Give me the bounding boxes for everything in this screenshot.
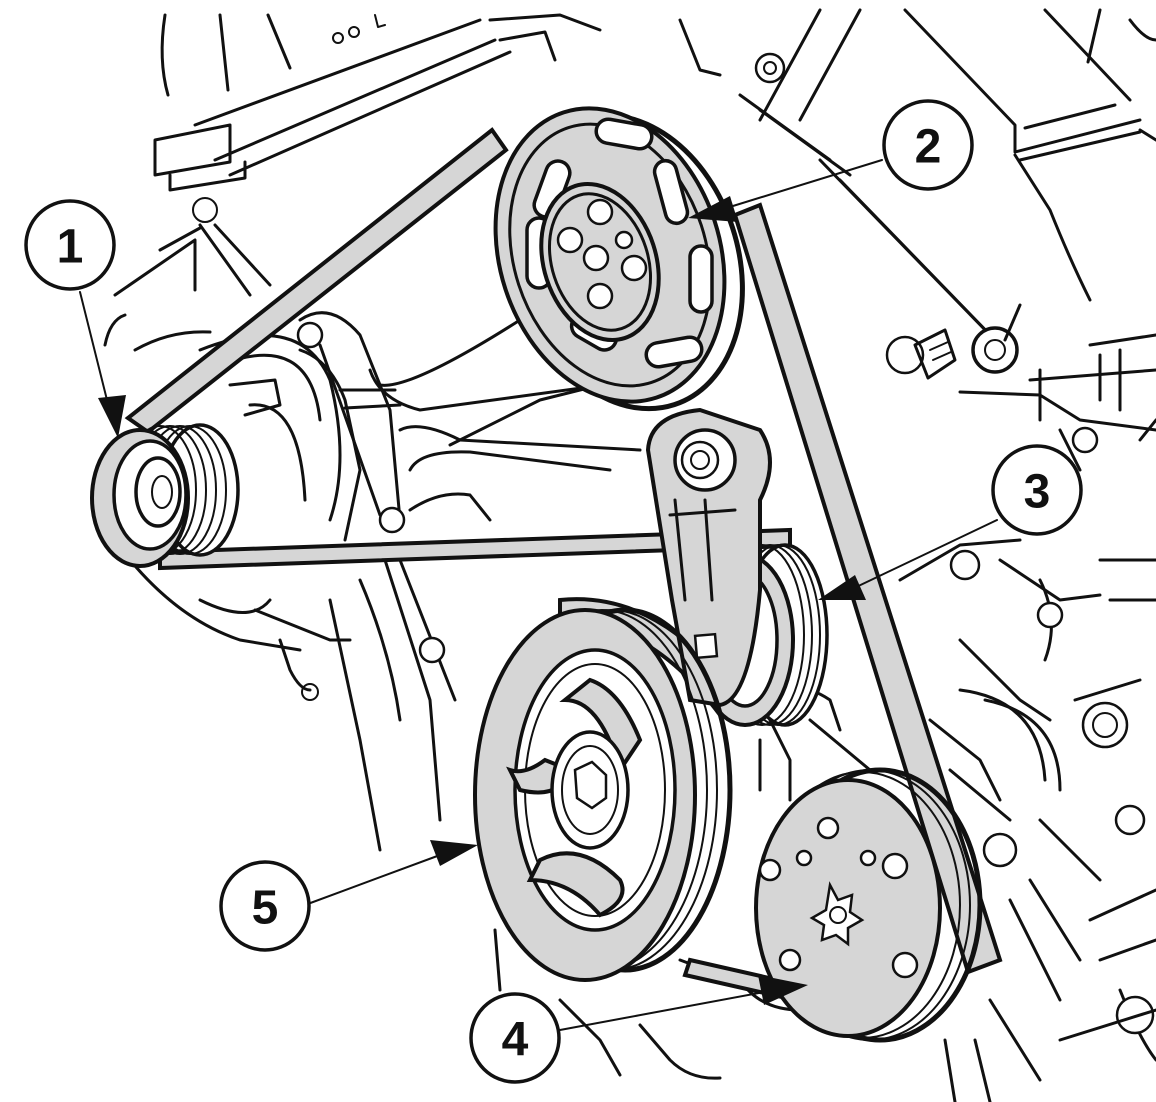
callout-1: 1	[24, 199, 116, 291]
callout-4-label: 4	[502, 1014, 529, 1067]
ac-compressor-pulley	[754, 767, 983, 1043]
callout-5-label: 5	[252, 882, 279, 935]
callout-leaders	[79, 159, 998, 1031]
callout-2: 2	[882, 99, 974, 191]
crankshaft-pulley	[473, 607, 733, 982]
callout-1-label: 1	[57, 221, 84, 274]
callout-3: 3	[991, 444, 1083, 536]
callout-5: 5	[219, 860, 311, 952]
arrow-1	[98, 395, 126, 438]
serpentine-belt	[124, 127, 1003, 1003]
tensioner-arm	[645, 407, 772, 708]
arrow-5	[430, 840, 478, 866]
arrow-3	[818, 575, 866, 600]
callout-3-label: 3	[1024, 466, 1051, 519]
arrow-4	[758, 975, 808, 1005]
alternator-pulley	[90, 423, 240, 568]
callout-4: 4	[469, 992, 561, 1084]
water-pump-pulley	[493, 106, 745, 412]
arrow-2	[688, 196, 738, 222]
callout-2-label: 2	[915, 121, 942, 174]
